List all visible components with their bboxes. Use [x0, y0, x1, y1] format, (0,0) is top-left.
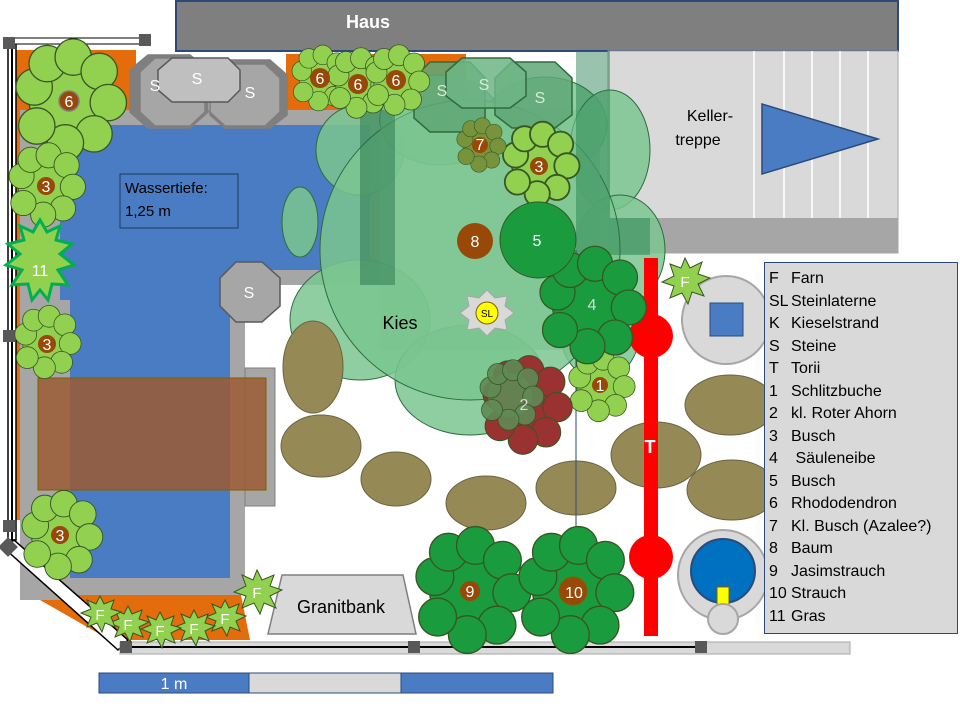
stone-label-4: S	[244, 285, 255, 302]
stone-label-1: S	[150, 78, 161, 95]
grass-11	[2, 217, 78, 304]
pond-bridge	[37, 377, 267, 491]
stone-lantern: SL	[459, 289, 515, 337]
stone-label-2: S	[192, 71, 203, 88]
plant-label-3a: 3	[42, 179, 51, 196]
stone-label-5: S	[437, 83, 448, 100]
plant-label-11: 11	[32, 263, 49, 280]
stairs-arrow	[761, 102, 881, 176]
plant-label-3c: 3	[56, 528, 65, 545]
bench-label: Granitbank	[297, 597, 386, 617]
torii-label: T	[645, 437, 656, 457]
granite-bench	[267, 574, 417, 635]
fern-label-5: F	[155, 623, 164, 640]
terrace-edge-shadow	[576, 51, 650, 255]
stone-label-6: S	[479, 77, 490, 94]
tree-5	[499, 201, 577, 279]
stone-label-3: S	[245, 85, 256, 102]
round-stone-top	[681, 275, 771, 365]
house: Haus	[175, 0, 899, 52]
plant-label-2: 2	[520, 397, 529, 414]
plant-label-7: 7	[476, 137, 485, 154]
plant-label-3d: 3	[535, 159, 544, 176]
legend-row-4: 4 Säuleneibe	[769, 450, 876, 467]
plant-markers	[37, 68, 608, 606]
fern-label-4: F	[189, 621, 198, 638]
plant-label-1: 1	[596, 378, 605, 395]
lantern-label: SL	[481, 309, 494, 320]
plant-label-6c: 6	[354, 77, 363, 94]
plant-label-6d: 6	[392, 73, 401, 90]
stones-top-left	[129, 54, 288, 129]
basin	[677, 529, 769, 635]
pond-depth-box	[119, 173, 239, 229]
pond-depth-label-1: Wassertiefe:	[125, 180, 208, 197]
stone-label-7: S	[535, 90, 546, 107]
fern-label-3: F	[220, 611, 229, 628]
pond-edge-shadow	[360, 110, 395, 285]
fern-label-7: F	[95, 607, 104, 624]
scale-label: 1 m	[161, 676, 188, 693]
house-label: Haus	[346, 12, 390, 32]
scale-bar: 1 m	[98, 672, 554, 694]
plant-label-10: 10	[565, 585, 583, 602]
stepping-stones	[280, 320, 778, 531]
stone-pond	[219, 261, 281, 323]
plant-label-4: 4	[588, 297, 597, 314]
tree-8	[457, 223, 493, 259]
plant-label-6a: 6	[65, 94, 74, 111]
fern-label-6: F	[123, 617, 132, 634]
plant-label-6b: 6	[316, 71, 325, 88]
pond-depth-label-2: 1,25 m	[125, 203, 171, 220]
stairs-label-1: Keller-	[687, 108, 733, 125]
stairs-label-2: treppe	[675, 132, 720, 149]
plant-label-8: 8	[471, 234, 480, 251]
fern-label-2: F	[252, 585, 261, 602]
fern-label-1: F	[680, 274, 689, 291]
gravel-label: Kies	[382, 313, 417, 333]
plant-label-9: 9	[466, 584, 475, 601]
torii: T	[629, 258, 673, 636]
stones-top-green	[413, 57, 573, 133]
plant-label-5: 5	[533, 233, 542, 250]
ferns	[79, 256, 712, 650]
plant-label-3b: 3	[43, 337, 52, 354]
